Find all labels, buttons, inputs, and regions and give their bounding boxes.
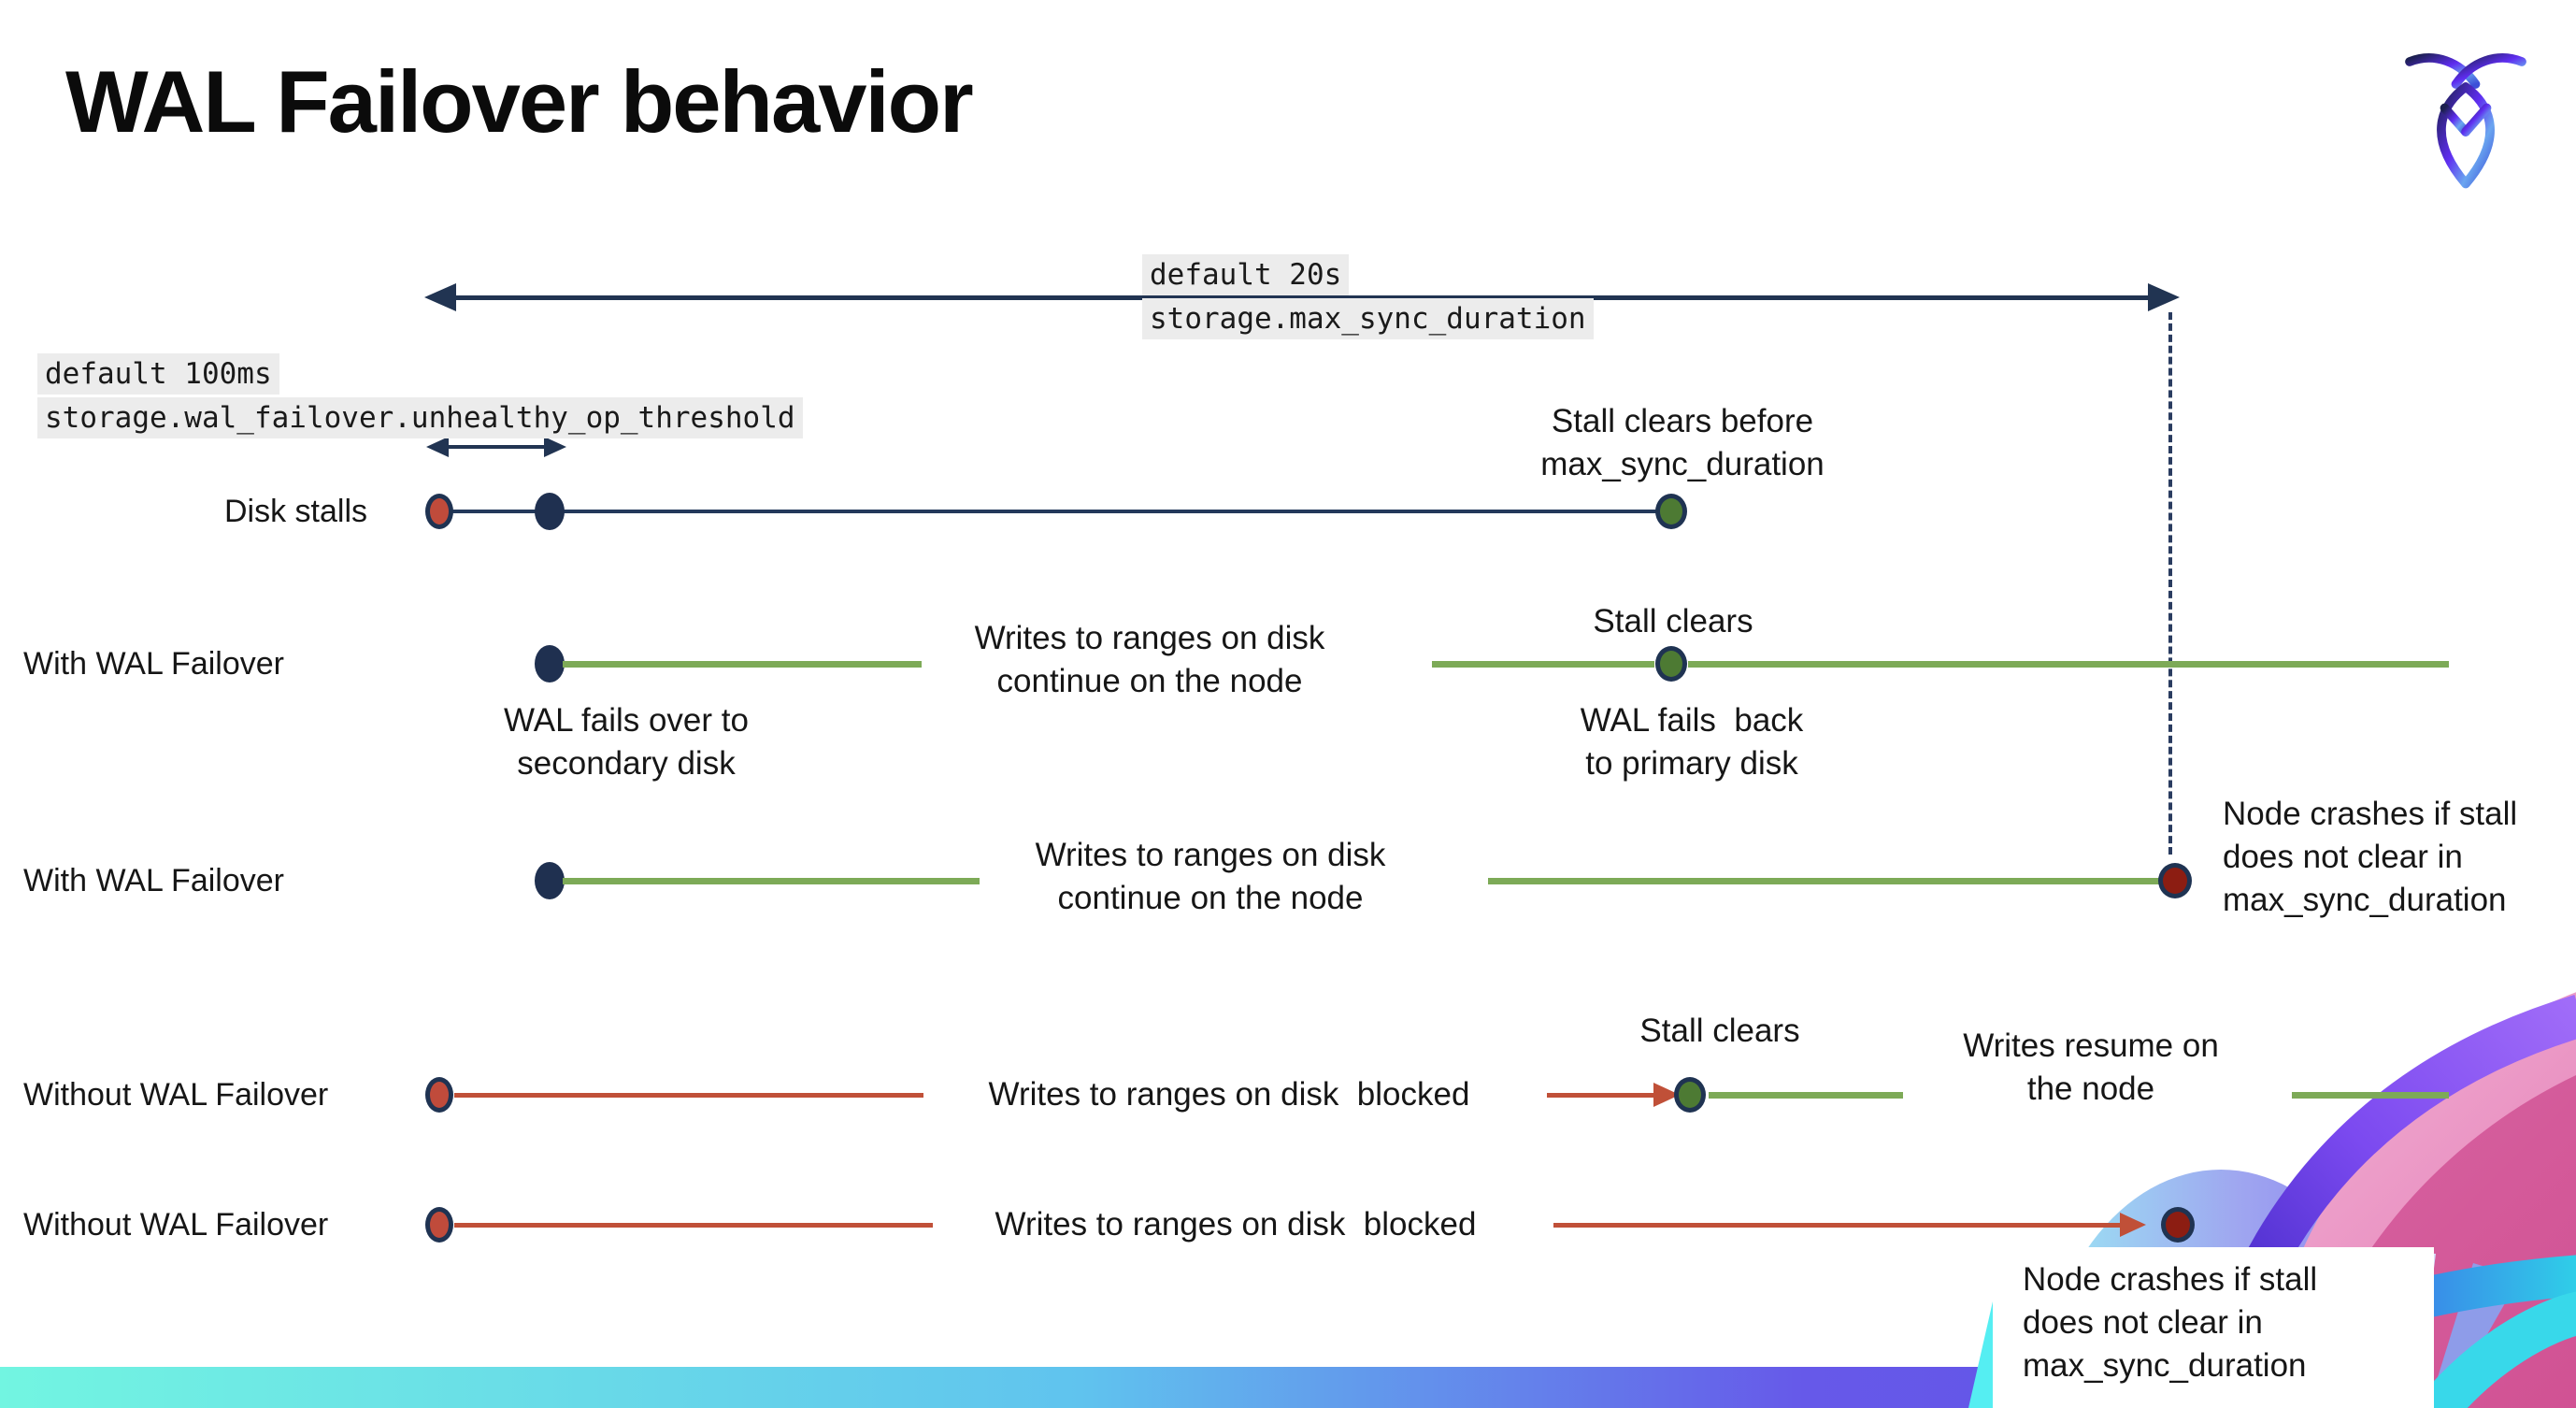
timeline-line-navy (439, 510, 1671, 513)
row-label-without-wal-failover: Without WAL Failover (23, 1077, 329, 1113)
decoration-cyan-ribbon (2411, 1291, 2576, 1408)
stall-start-dot (425, 494, 453, 529)
annotation-writes-continue: Writes to ranges on disk continue on the… (1035, 837, 1386, 917)
arrowhead-left-icon (426, 437, 449, 457)
annotation-node-crashes: Node crashes if stall does not clear in … (2023, 1261, 2318, 1385)
annotation-wal-fails-back: WAL fails back to primary disk (1580, 702, 1804, 783)
timeline-line-red (1553, 1223, 2124, 1228)
timeline-line-red (454, 1093, 923, 1098)
timeline-line-green (1709, 1092, 1903, 1099)
config-default-value: default 20s (1142, 254, 1350, 295)
annotation-writes-blocked: Writes to ranges on disk blocked (995, 1206, 1477, 1243)
annotation-node-crashes: Node crashes if stall does not clear in … (2223, 796, 2518, 919)
timeline-line-red (454, 1223, 933, 1228)
max-sync-duration-arrow (441, 295, 2167, 300)
node-crashes-callout: Node crashes if stall does not clear in … (1993, 1247, 2434, 1408)
annotation-wal-fails-over: WAL fails over to secondary disk (504, 702, 749, 783)
annotation-writes-blocked: Writes to ranges on disk blocked (988, 1076, 1470, 1113)
config-setting-name: storage.wal_failover.unhealthy_op_thresh… (37, 397, 803, 438)
stall-clears-dot (1655, 646, 1687, 682)
annotation-stall-clears: Stall clears (1593, 603, 1753, 639)
failover-threshold-dot (535, 493, 565, 530)
stall-start-dot (425, 1077, 453, 1113)
row-label-disk-stalls: Disk stalls (224, 494, 368, 529)
row-label-with-wal-failover: With WAL Failover (23, 646, 284, 682)
row-label-with-wal-failover: With WAL Failover (23, 863, 284, 898)
page-title: WAL Failover behavior (65, 52, 974, 151)
stall-start-dot (425, 1207, 453, 1243)
red-arrowhead-icon (2120, 1213, 2146, 1237)
stall-clears-dot (1674, 1077, 1706, 1113)
node-crash-dot (2158, 863, 2192, 898)
cockroachdb-logo-icon (2405, 53, 2526, 189)
max-sync-duration-guide-line (2168, 312, 2172, 855)
timeline-line-green (1432, 661, 1654, 668)
stall-clears-dot (1655, 494, 1687, 529)
timeline-line-red (1547, 1093, 1657, 1098)
config-default-value: default 100ms (37, 353, 279, 395)
node-crash-dot (2161, 1207, 2195, 1243)
failover-dot (535, 645, 565, 682)
timeline-line-green (2292, 1092, 2449, 1099)
config-max-sync-duration: default 20s storage.max_sync_duration (1142, 254, 1594, 342)
timeline-line-green (563, 878, 980, 884)
failover-dot (535, 862, 565, 899)
arrowhead-right-icon (544, 437, 566, 457)
timeline-line-green (1688, 661, 2449, 668)
config-setting-name: storage.max_sync_duration (1142, 298, 1594, 339)
annotation-writes-resume: Writes resume on the node (1963, 1027, 2219, 1108)
row-label-without-wal-failover: Without WAL Failover (23, 1207, 329, 1243)
annotation-stall-clears-before: Stall clears before max_sync_duration (1540, 403, 1825, 483)
config-unhealthy-op-threshold: default 100ms storage.wal_failover.unhea… (37, 353, 803, 441)
timeline-line-green (563, 661, 922, 668)
annotation-writes-continue: Writes to ranges on disk continue on the… (974, 620, 1325, 700)
unhealthy-op-threshold-arrow (443, 445, 548, 449)
timeline-line-green (1488, 878, 2163, 884)
arrowhead-right-icon (2148, 283, 2180, 311)
annotation-stall-clears: Stall clears (1639, 1013, 1800, 1049)
arrowhead-left-icon (424, 283, 456, 311)
